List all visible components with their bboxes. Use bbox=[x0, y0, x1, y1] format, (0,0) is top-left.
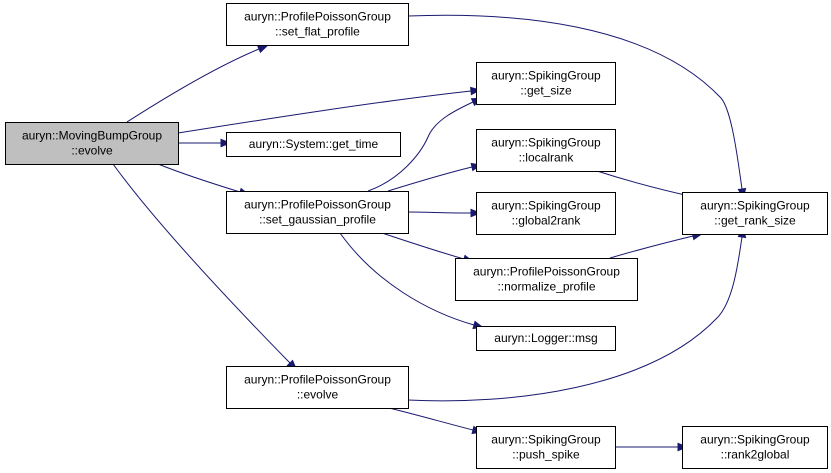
edge-line bbox=[126, 48, 260, 123]
node-box bbox=[226, 191, 409, 234]
edge-line bbox=[339, 232, 475, 326]
node-box bbox=[476, 192, 616, 235]
node-box bbox=[226, 3, 409, 46]
edge-line bbox=[367, 101, 474, 192]
node-normalize-profile[interactable]: auryn::ProfilePoissonGroup::normalize_pr… bbox=[455, 258, 638, 301]
node-label-line: ::normalize_profile bbox=[497, 280, 595, 294]
node-label-line: auryn::ProfilePoissonGroup bbox=[244, 198, 391, 212]
node-ppg-evolve[interactable]: auryn::ProfilePoissonGroup::evolve bbox=[226, 366, 409, 409]
node-label-line: auryn::Logger::msg bbox=[494, 331, 597, 345]
node-label-line: ::push_spike bbox=[512, 448, 580, 462]
edge-line bbox=[407, 236, 743, 402]
node-get-time[interactable]: auryn::System::get_time bbox=[226, 132, 401, 157]
node-rank2global[interactable]: auryn::SpikingGroup::rank2global bbox=[682, 426, 828, 469]
node-box bbox=[476, 129, 616, 172]
edge-line bbox=[388, 407, 474, 431]
node-box bbox=[455, 258, 638, 301]
node-label-line: ::evolve bbox=[71, 144, 113, 158]
node-label-line: ::rank2global bbox=[721, 448, 790, 462]
node-label-line: ::set_flat_profile bbox=[275, 25, 360, 39]
nodes-layer: auryn::MovingBumpGroup::evolveauryn::Pro… bbox=[5, 3, 828, 469]
node-get-rank-size[interactable]: auryn::SpikingGroup::get_rank_size bbox=[682, 192, 828, 235]
node-push-spike[interactable]: auryn::SpikingGroup::push_spike bbox=[476, 426, 616, 469]
node-box bbox=[476, 326, 616, 351]
node-box bbox=[226, 132, 401, 157]
node-label-line: ::set_gaussian_profile bbox=[259, 213, 376, 227]
arrowhead-icon bbox=[220, 138, 232, 148]
node-label-line: ::global2rank bbox=[512, 214, 582, 228]
node-label-line: auryn::SpikingGroup bbox=[491, 199, 601, 213]
node-evolve-root[interactable]: auryn::MovingBumpGroup::evolve bbox=[5, 122, 179, 165]
edge-evolve_root-to-get_time bbox=[178, 138, 232, 148]
node-label-line: ::get_rank_size bbox=[714, 214, 796, 228]
node-label-line: auryn::SpikingGroup bbox=[491, 69, 601, 83]
node-label-line: auryn::SpikingGroup bbox=[700, 433, 810, 447]
node-box bbox=[5, 122, 179, 165]
node-label-line: ::localrank bbox=[519, 151, 575, 165]
edge-line bbox=[609, 235, 694, 259]
edge-ppg_evolve-to-get_rank_size bbox=[407, 226, 747, 402]
edge-line bbox=[177, 90, 472, 134]
node-box bbox=[476, 62, 616, 105]
edge-line bbox=[381, 232, 465, 260]
edge-set_gaussian_profile-to-localrank bbox=[387, 162, 483, 192]
node-label-line: auryn::ProfilePoissonGroup bbox=[244, 10, 391, 24]
node-box bbox=[682, 426, 828, 469]
node-label-line: auryn::SpikingGroup bbox=[491, 433, 601, 447]
node-localrank[interactable]: auryn::SpikingGroup::localrank bbox=[476, 129, 616, 172]
edge-evolve_root-to-set_gaussian_profile bbox=[157, 163, 250, 196]
arrowhead-icon bbox=[256, 45, 269, 54]
edge-line bbox=[157, 163, 241, 193]
node-box bbox=[682, 192, 828, 235]
edges-layer bbox=[112, 14, 747, 452]
edge-line bbox=[407, 14, 743, 190]
node-label-line: ::get_size bbox=[520, 84, 572, 98]
edge-evolve_root-to-get_size bbox=[177, 86, 482, 134]
node-box bbox=[226, 366, 409, 409]
node-box bbox=[476, 426, 616, 469]
edge-evolve_root-to-set_flat_profile bbox=[126, 45, 269, 123]
edge-line bbox=[407, 211, 472, 214]
node-get-size[interactable]: auryn::SpikingGroup::get_size bbox=[476, 62, 616, 105]
edge-line bbox=[387, 166, 473, 192]
node-label-line: auryn::MovingBumpGroup bbox=[22, 129, 162, 143]
node-label-line: ::evolve bbox=[297, 388, 339, 402]
edge-push_spike-to-rank2global bbox=[615, 442, 689, 452]
node-set-flat-profile[interactable]: auryn::ProfilePoissonGroup::set_flat_pro… bbox=[226, 3, 409, 46]
arrowhead-icon bbox=[470, 86, 482, 96]
node-set-gaussian-profile[interactable]: auryn::ProfilePoissonGroup::set_gaussian… bbox=[226, 191, 409, 234]
node-global2rank[interactable]: auryn::SpikingGroup::global2rank bbox=[476, 192, 616, 235]
edge-ppg_evolve-to-push_spike bbox=[388, 407, 483, 435]
node-label-line: auryn::ProfilePoissonGroup bbox=[473, 265, 620, 279]
node-label-line: auryn::System::get_time bbox=[249, 137, 379, 151]
edge-set_gaussian_profile-to-global2rank bbox=[407, 208, 482, 218]
arrowhead-icon bbox=[470, 208, 482, 218]
node-msg[interactable]: auryn::Logger::msg bbox=[476, 326, 616, 351]
edge-line bbox=[112, 163, 291, 364]
node-label-line: auryn::SpikingGroup bbox=[700, 199, 810, 213]
edge-normalize_profile-to-get_rank_size bbox=[609, 231, 704, 259]
node-label-line: auryn::ProfilePoissonGroup bbox=[244, 373, 391, 387]
node-label-line: auryn::SpikingGroup bbox=[491, 136, 601, 150]
